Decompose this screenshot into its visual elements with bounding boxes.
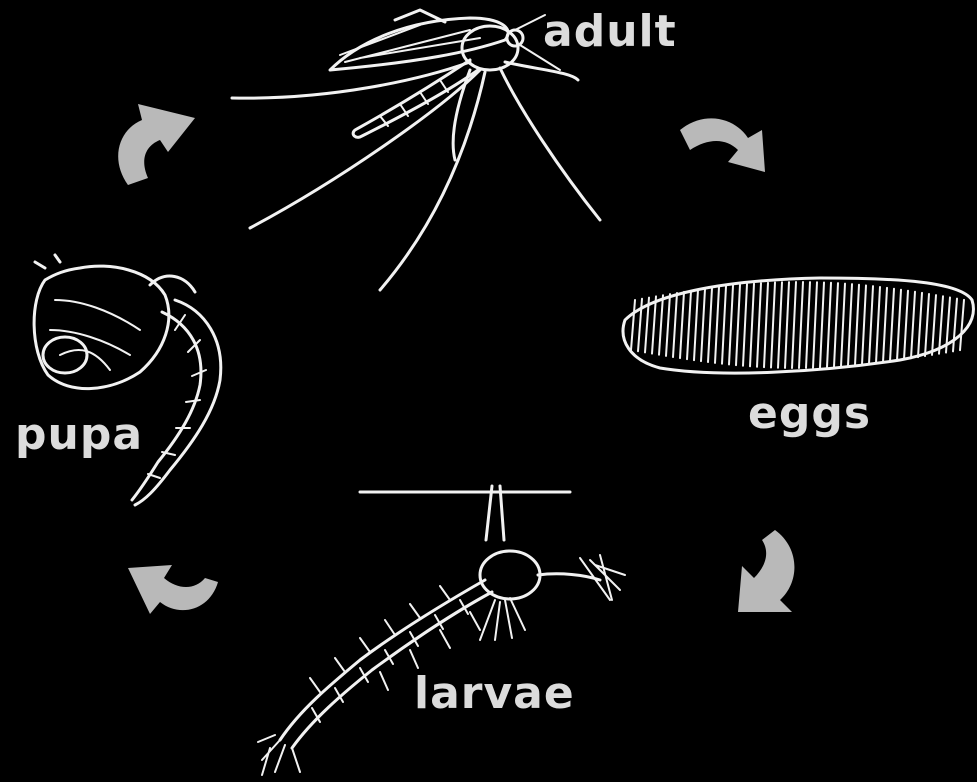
egg-ridge — [764, 283, 768, 367]
egg-ridge — [897, 290, 901, 361]
egg-ridge — [911, 292, 915, 358]
eggs-raft-illustration — [623, 278, 973, 373]
stage-label-adult: adult — [543, 10, 677, 54]
larva-illustration — [258, 486, 625, 775]
egg-ridge — [939, 296, 943, 353]
egg-ridge — [631, 300, 635, 350]
egg-ridge — [729, 286, 733, 365]
egg-ridge — [932, 295, 936, 355]
egg-ridge — [750, 284, 754, 367]
egg-ridge — [890, 289, 894, 362]
egg-ridge — [694, 290, 698, 360]
cycle-arrow-larvae-to-pupa — [128, 565, 218, 614]
egg-ridge — [855, 285, 859, 365]
egg-ridge — [743, 284, 747, 366]
egg-ridge — [715, 287, 719, 363]
egg-ridge — [827, 283, 831, 367]
egg-ridge — [666, 294, 670, 356]
egg-ridge — [848, 284, 852, 366]
egg-ridge — [771, 283, 775, 368]
egg-ridge — [792, 282, 796, 368]
egg-ridge — [883, 288, 887, 362]
egg-ridge — [841, 284, 845, 367]
egg-ridge — [953, 299, 957, 352]
egg-ridge — [708, 288, 712, 362]
egg-ridge — [862, 285, 866, 364]
egg-ridge — [876, 287, 880, 363]
egg-ridge — [736, 285, 740, 365]
egg-ridge — [869, 286, 873, 364]
egg-ridge — [687, 291, 691, 359]
egg-ridge — [960, 300, 964, 350]
stage-label-larvae: larvae — [414, 672, 575, 716]
egg-ridge — [638, 299, 642, 351]
egg-ridge — [806, 282, 810, 368]
egg-ridge — [799, 282, 803, 368]
pupa-illustration — [34, 255, 221, 505]
cycle-arrow-adult-to-eggs — [680, 118, 765, 172]
egg-ridge — [820, 282, 824, 367]
egg-ridge — [778, 282, 782, 367]
egg-ridge — [813, 282, 817, 368]
egg-ridge — [918, 293, 922, 357]
egg-ridge — [722, 286, 726, 363]
cycle-arrow-pupa-to-adult — [118, 104, 195, 185]
egg-ridge — [834, 283, 838, 367]
egg-ridge — [652, 296, 656, 353]
egg-ridge — [659, 295, 663, 354]
stage-label-eggs: eggs — [748, 392, 871, 436]
egg-ridge — [925, 294, 929, 356]
stage-label-pupa: pupa — [15, 413, 143, 457]
egg-ridge — [673, 293, 677, 357]
egg-ridge — [680, 292, 684, 358]
egg-ridge — [904, 291, 908, 360]
cycle-arrow-eggs-to-larvae — [738, 530, 794, 612]
egg-ridge — [757, 283, 761, 367]
egg-ridge — [701, 289, 705, 361]
egg-ridge — [785, 282, 789, 368]
